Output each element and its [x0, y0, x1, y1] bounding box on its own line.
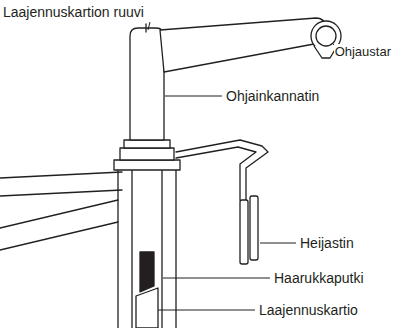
leader-line	[260, 243, 296, 244]
part-label: Laajennuskartio	[258, 302, 359, 318]
leader-line	[158, 310, 255, 311]
down-tube	[0, 200, 118, 250]
leader-line	[165, 96, 222, 97]
locknut	[120, 148, 174, 160]
part-label: Laajennuskartion ruuvi	[2, 4, 145, 20]
handlebar-tube	[316, 26, 336, 46]
part-label: Ohjainkannatin	[225, 88, 320, 104]
wedge-slot	[140, 252, 154, 292]
leader-line	[148, 22, 150, 30]
top-tube	[0, 172, 122, 196]
part-label: Heijastin	[299, 235, 355, 251]
reflector	[250, 196, 258, 260]
stem-arm	[160, 18, 330, 72]
part-label: Haarukkaputki	[273, 270, 365, 286]
fork-steerer	[132, 170, 162, 328]
part-label: Ohjaustar	[334, 44, 392, 60]
head-tube	[118, 168, 176, 328]
leader-line	[163, 278, 270, 279]
reflector-bracket	[176, 147, 256, 200]
reflector-bracket	[176, 140, 268, 200]
headset-cup	[114, 160, 180, 170]
washer	[124, 140, 170, 148]
reflector	[240, 200, 248, 264]
expander-bolt-head	[145, 24, 146, 32]
stem-quill	[130, 28, 164, 140]
expander-wedge	[136, 288, 158, 328]
